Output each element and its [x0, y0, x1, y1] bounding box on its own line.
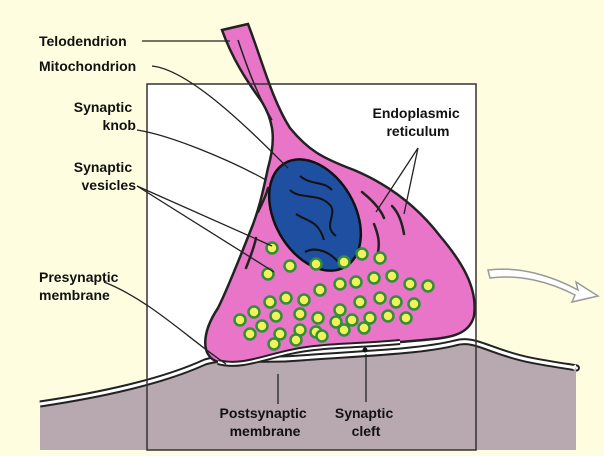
synaptic-vesicle	[267, 337, 281, 351]
label-endoplasmic-reticulum: Endoplasmic reticulum	[372, 105, 463, 139]
figure-frame	[146, 83, 477, 451]
synaptic-vesicle	[421, 279, 435, 293]
synaptic-vesicle	[289, 333, 303, 347]
postsynaptic-tissue	[40, 341, 577, 450]
synaptic-vesicles-group	[233, 241, 435, 351]
continuation-arrow	[487, 268, 600, 304]
synaptic-vesicle	[243, 327, 257, 341]
synaptic-vesicle	[389, 295, 403, 309]
synaptic-vesicle	[309, 257, 323, 271]
synaptic-vesicle	[273, 327, 287, 341]
synaptic-vesicle	[399, 311, 413, 325]
synaptic-vesicle	[233, 313, 247, 327]
synaptic-vesicle	[385, 269, 399, 283]
synaptic-vesicle	[403, 277, 417, 291]
synaptic-vesicle	[349, 275, 363, 289]
label-telodendrion: Telodendrion	[39, 33, 127, 49]
synaptic-vesicle	[367, 271, 381, 285]
synaptic-vesicle	[311, 311, 325, 325]
synaptic-vesicle	[293, 307, 307, 321]
synaptic-vesicle	[333, 303, 347, 317]
synaptic-vesicle	[407, 297, 421, 311]
endoplasmic-reticulum	[244, 186, 406, 270]
mitochondrion	[267, 158, 363, 272]
leader-lines	[103, 40, 419, 404]
synaptic-vesicle	[345, 313, 359, 327]
synaptic-vesicle	[373, 291, 387, 305]
label-mitochondrion: Mitochondrion	[39, 58, 136, 74]
synaptic-vesicle	[313, 283, 327, 297]
label-presynaptic-membrane: Presynaptic membrane	[39, 269, 122, 303]
label-synaptic-knob: Synaptic knob	[74, 99, 136, 133]
synaptic-vesicle	[333, 277, 347, 291]
synaptic-vesicle	[357, 321, 371, 335]
synaptic-vesicle	[247, 305, 261, 319]
synaptic-vesicle	[297, 293, 311, 307]
synaptic-vesicle	[329, 315, 343, 329]
synaptic-vesicle	[269, 309, 283, 323]
synaptic-vesicle	[353, 295, 367, 309]
synaptic-vesicle	[279, 291, 293, 305]
synaptic-vesicle	[263, 295, 277, 309]
synaptic-vesicle	[337, 323, 351, 337]
synaptic-vesicle	[363, 311, 377, 325]
synaptic-vesicle	[337, 255, 351, 269]
synaptic-vesicle	[315, 329, 329, 343]
label-synaptic-cleft: Synaptic cleft	[335, 405, 397, 439]
label-postsynaptic-membrane: Postsynaptic membrane	[219, 405, 310, 439]
label-synaptic-vesicles: Synaptic vesicles	[74, 159, 136, 193]
synaptic-cleft-marker	[362, 347, 368, 353]
synaptic-vesicle	[355, 247, 369, 261]
synaptic-vesicle	[381, 309, 395, 323]
synaptic-vesicle	[283, 259, 297, 273]
synaptic-vesicle	[255, 319, 269, 333]
synaptic-vesicle	[373, 251, 387, 265]
